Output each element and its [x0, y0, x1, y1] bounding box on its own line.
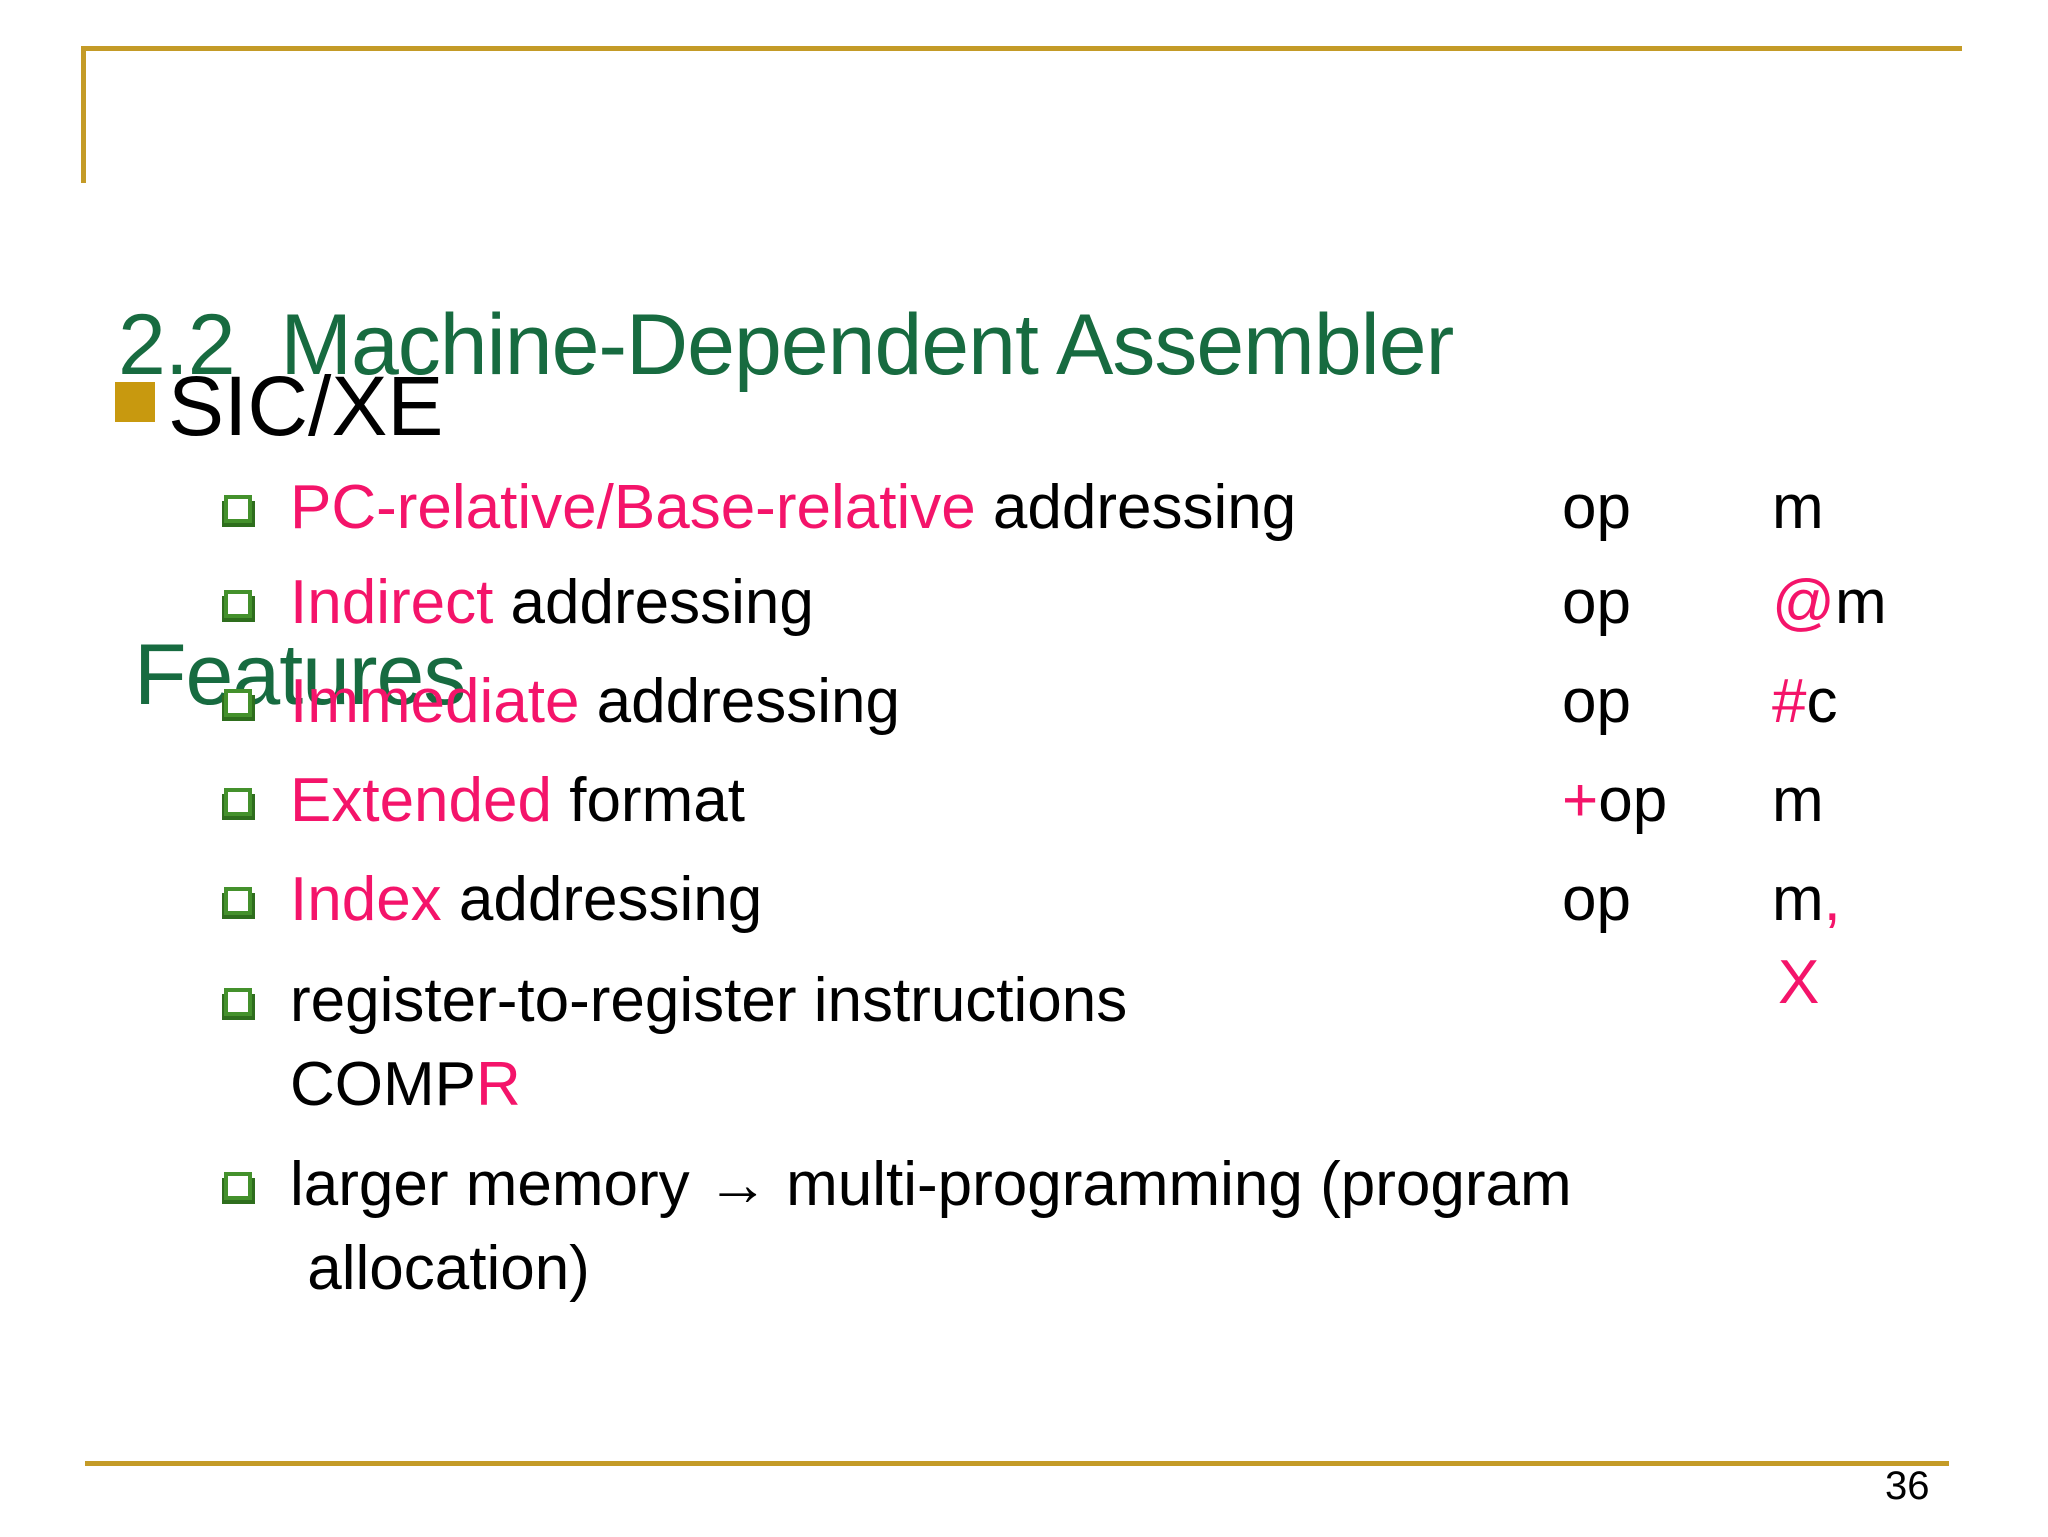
- footer-rule: [85, 1461, 1949, 1466]
- text-segment: ,: [1823, 865, 1841, 934]
- page-title: 2.2 Machine-Dependent Assembler Features: [118, 70, 1454, 950]
- list-item-text: larger memory → multi-programming (progr…: [290, 1143, 1572, 1311]
- title-accent-rule: [81, 46, 86, 183]
- list-item-line: PC-relative/Base-relative addressing: [290, 466, 1296, 550]
- top-rule: [84, 46, 1962, 51]
- text-segment: m: [1772, 766, 1824, 835]
- text-segment: addressing: [975, 473, 1297, 542]
- list-item-text: PC-relative/Base-relative addressing: [290, 466, 1296, 550]
- operand-cell: m,: [1772, 858, 1841, 942]
- text-segment: @: [1772, 568, 1835, 637]
- text-segment: op: [1562, 667, 1631, 736]
- text-segment: Index: [290, 865, 442, 934]
- text-segment: m: [1834, 568, 1887, 637]
- sub-bullet-square-icon: [224, 887, 252, 915]
- main-bullet-square-icon: [115, 382, 155, 422]
- text-segment: register-to-register instructions: [290, 966, 1128, 1035]
- list-item-line: register-to-register instructions: [290, 959, 1127, 1043]
- text-segment: R: [476, 1050, 521, 1119]
- list-item-text: Immediate addressing: [290, 660, 900, 744]
- operand-cell: @m: [1772, 561, 1887, 645]
- sub-bullet-square-icon: [224, 689, 252, 717]
- text-segment: allocation): [290, 1234, 590, 1303]
- text-segment: Immediate: [290, 667, 580, 736]
- op-cell: op: [1562, 660, 1631, 744]
- text-segment: Extended: [290, 766, 552, 835]
- op-cell: op: [1562, 858, 1631, 942]
- list-item-line: Extended format: [290, 759, 745, 843]
- text-segment: PC-relative/Base-relative: [290, 473, 976, 542]
- operand-cell: m: [1772, 759, 1824, 843]
- text-segment: op: [1562, 568, 1631, 637]
- page-title-line2: Features: [134, 627, 466, 723]
- page-number: 36: [1885, 1464, 1930, 1508]
- text-segment: m: [1772, 865, 1824, 934]
- list-item-line: Index addressing: [290, 858, 762, 942]
- text-segment: addressing: [493, 568, 814, 637]
- list-item-text: Extended format: [290, 759, 745, 843]
- text-segment: Indirect: [290, 568, 494, 637]
- sub-bullet-square-icon: [224, 1172, 252, 1200]
- text-segment: X: [1778, 948, 1820, 1017]
- list-item-line: Immediate addressing: [290, 660, 900, 744]
- text-segment: addressing: [441, 865, 763, 934]
- text-segment: op: [1562, 865, 1631, 934]
- list-item-line: COMPR: [290, 1043, 1127, 1127]
- main-bullet-label: SIC/XE: [168, 359, 444, 453]
- text-segment: +: [1562, 766, 1599, 835]
- list-item-line: allocation): [290, 1227, 1572, 1311]
- text-segment: addressing: [579, 667, 900, 736]
- operand-second-line-cell: X: [1778, 941, 1819, 1025]
- op-cell: +op: [1562, 759, 1667, 843]
- text-segment: COMP: [290, 1050, 476, 1119]
- text-segment: op: [1598, 766, 1668, 835]
- list-item-text: Index addressing: [290, 858, 762, 942]
- sub-bullet-square-icon: [224, 590, 252, 618]
- list-item-line: larger memory → multi-programming (progr…: [290, 1143, 1572, 1227]
- page-title-line1: 2.2 Machine-Dependent Assembler: [118, 297, 1454, 393]
- op-cell: op: [1562, 466, 1631, 550]
- sub-bullet-square-icon: [224, 988, 252, 1016]
- text-segment: op: [1562, 473, 1631, 542]
- text-segment: #: [1772, 667, 1807, 736]
- list-item-text: Indirect addressing: [290, 561, 814, 645]
- text-segment: m: [1772, 473, 1824, 542]
- op-cell: op: [1562, 561, 1631, 645]
- operand-cell: #c: [1772, 660, 1837, 744]
- operand-cell: m: [1772, 466, 1824, 550]
- sub-bullet-square-icon: [224, 495, 252, 523]
- text-segment: format: [552, 766, 745, 835]
- sub-bullet-square-icon: [224, 788, 252, 816]
- text-segment: c: [1806, 667, 1838, 736]
- text-segment: larger memory → multi-programming (progr…: [290, 1150, 1572, 1219]
- list-item-line: Indirect addressing: [290, 561, 814, 645]
